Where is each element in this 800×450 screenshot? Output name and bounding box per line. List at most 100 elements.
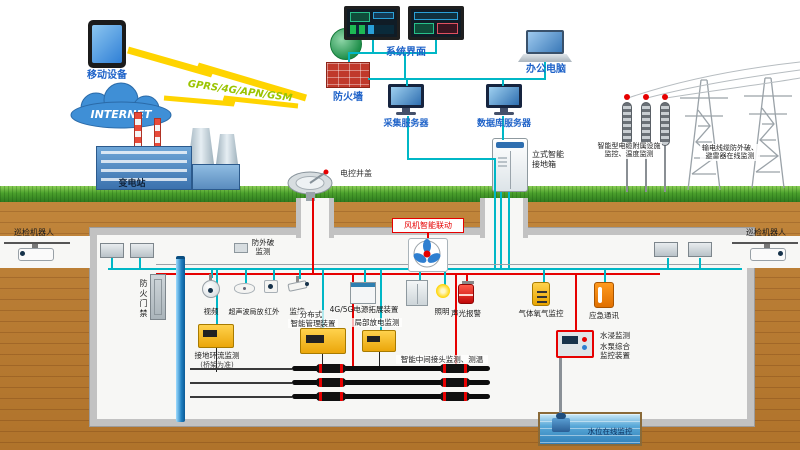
conn-line <box>444 268 446 286</box>
cable-riser-pipe <box>176 256 185 422</box>
laptop-base <box>518 54 572 62</box>
alarm-line <box>312 198 314 275</box>
alarm-bracket <box>462 281 474 284</box>
box-screen <box>367 336 380 342</box>
cable-drop-line <box>379 352 380 366</box>
alarm-line <box>466 273 468 285</box>
cctv-mount <box>296 276 299 282</box>
collect-server-label: 采集服务器 <box>383 119 429 129</box>
dist-mgmt-label-2: 智能管理装置 <box>288 319 338 328</box>
sensor-dot <box>268 284 273 289</box>
grounding-box-icon <box>492 138 528 192</box>
laptop-screen <box>526 30 564 54</box>
fan-blades <box>413 239 441 268</box>
office-pc-icon <box>518 30 572 64</box>
emergency-phone-icon <box>594 282 614 308</box>
grounding-box-door-line <box>510 151 511 189</box>
cable-tray-line <box>156 264 740 265</box>
fire-door-panel <box>154 279 162 315</box>
water-level-label: 水位在线监控 <box>587 427 633 436</box>
powerline-label: 输电线缆防外破、避雷器在线监测 <box>700 144 760 161</box>
ptz-stem <box>209 274 212 280</box>
ground-loop-label: 接地环流监测 <box>194 351 240 360</box>
cabinet-door-line <box>417 284 418 304</box>
conn-line <box>322 268 324 328</box>
power-cable <box>292 380 490 385</box>
box-screen <box>306 335 324 343</box>
cable-thin-ext <box>190 396 292 398</box>
ultrasonic-label: 超声波局放 <box>228 308 264 316</box>
manhole-cover-icon <box>286 168 338 202</box>
conn-line <box>604 268 606 282</box>
grounding-shaft <box>480 198 528 238</box>
fan-label-box: 风机智能联动 <box>392 218 464 233</box>
plant-annex <box>192 164 240 190</box>
cable-joint <box>440 378 470 387</box>
mobile-screen <box>92 25 122 63</box>
cable-joint <box>316 378 346 387</box>
server-screen <box>388 84 424 108</box>
conn-line <box>211 268 213 278</box>
grounding-box-panel <box>496 142 524 148</box>
robot-camera <box>20 251 25 256</box>
firewall-label: 防火墙 <box>333 92 363 103</box>
conn-line <box>348 52 437 54</box>
cable-joint <box>316 392 346 401</box>
conn-line <box>406 78 408 86</box>
conn-line <box>407 158 495 160</box>
pump-box-buttons <box>582 337 587 342</box>
conn-line <box>404 52 406 80</box>
system-ui-label: 系统界面 <box>386 47 426 58</box>
junction-box <box>654 242 678 257</box>
junction-box <box>130 243 154 258</box>
collect-server-icon <box>388 84 424 116</box>
power-cable <box>292 366 490 371</box>
plant-building <box>96 146 192 190</box>
infrared-label: 红外 <box>264 307 280 316</box>
conn-line <box>139 258 141 268</box>
alarm-label: 声光报警 <box>451 309 481 318</box>
alarm-band <box>459 294 473 296</box>
conn-line <box>508 192 510 268</box>
arrester-insulator <box>641 102 651 146</box>
conn-line <box>419 268 421 280</box>
alarm-line <box>455 273 457 368</box>
conn-line <box>380 268 382 330</box>
pump-pipe <box>559 356 562 418</box>
conn-line <box>111 258 113 268</box>
cooling-tower <box>188 128 214 164</box>
power-ext-label: 4G/5G电源拓展装置 <box>329 305 399 314</box>
dist-mgmt-box <box>300 328 346 354</box>
conn-line <box>364 268 366 282</box>
server-stand <box>402 108 410 112</box>
conn-line <box>494 158 496 270</box>
screen-widget <box>414 12 458 20</box>
conn-line <box>543 268 545 282</box>
distribution-cabinet <box>406 280 428 306</box>
robot-right-label: 巡检机器人 <box>746 228 786 237</box>
inspection-robot-left <box>4 240 74 266</box>
dashboard-screen-2 <box>408 6 464 40</box>
conn-line <box>245 268 247 283</box>
lightning-bolts <box>126 44 316 114</box>
sump-pump-icon <box>552 418 570 432</box>
firewall-icon <box>326 62 370 88</box>
phone-handset <box>598 287 602 303</box>
robot-trolley <box>764 244 770 248</box>
conn-line <box>216 268 218 324</box>
robot-rail <box>732 242 798 244</box>
grounding-box-label: 立式智能接地箱 <box>532 150 564 169</box>
robot-trolley <box>32 244 38 248</box>
ptz-camera-icon <box>198 274 224 304</box>
robot-left-label: 巡检机器人 <box>14 228 54 237</box>
inspection-robot-right <box>730 240 800 266</box>
alarm-line <box>156 273 660 275</box>
conn-line <box>435 40 437 52</box>
arrester-pole <box>664 104 666 192</box>
screen-widget <box>350 12 370 22</box>
screen-widget <box>350 25 394 34</box>
pump-control-box <box>556 330 594 358</box>
gas-grill <box>537 291 547 303</box>
conn-line <box>407 116 409 158</box>
